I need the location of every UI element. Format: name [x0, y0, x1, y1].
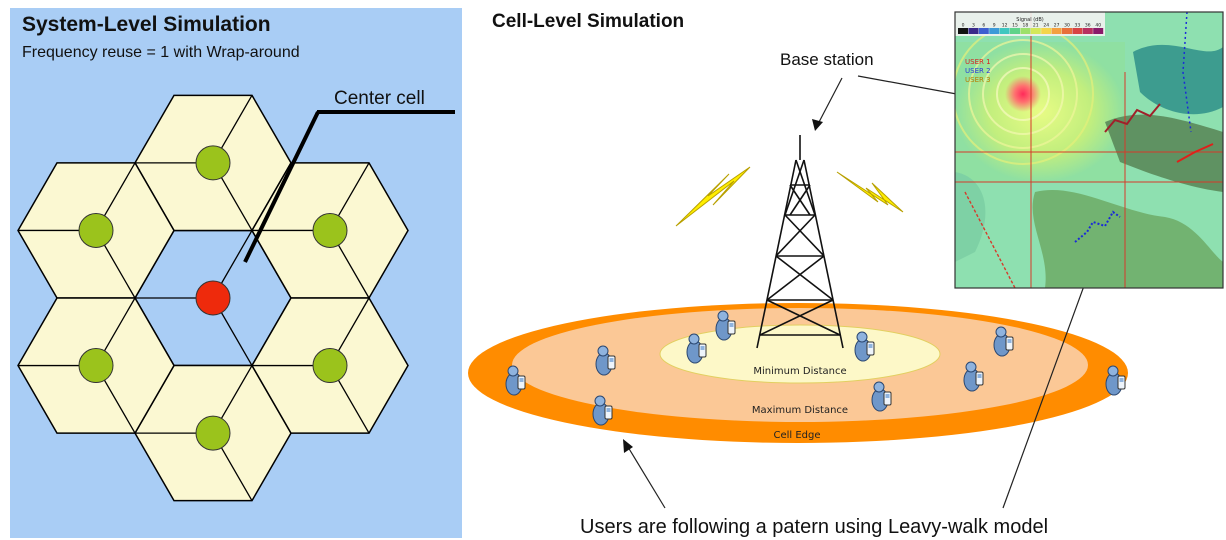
- mobile-user-icon: [1105, 365, 1126, 396]
- heatmap-pointer: [857, 75, 963, 96]
- track-pointer: [1002, 252, 1097, 509]
- center-site-icon: [195, 280, 231, 316]
- heatmap-glow-region: [955, 42, 1125, 182]
- scale-swatch: [1030, 28, 1041, 34]
- scale-tick: 9: [993, 23, 996, 29]
- scale-tick: 36: [1085, 23, 1091, 29]
- hex-cell-grid: [17, 94, 409, 502]
- cell-level-panel: Cell-Level Simulation Minimum Distance M…: [468, 11, 1128, 538]
- system-level-panel: System-Level Simulation Frequency reuse …: [10, 8, 462, 538]
- scale-swatch: [1041, 28, 1052, 34]
- user-1-track: [1104, 103, 1161, 133]
- scale-tick: 3: [972, 23, 975, 29]
- scale-swatch: [1082, 28, 1093, 34]
- terrain-patch: [955, 172, 986, 262]
- maximum-distance-label: Maximum Distance: [752, 405, 848, 416]
- center-cell-pointer: [243, 111, 320, 263]
- mobile-user-icon: [871, 381, 892, 412]
- scale-swatch: [1062, 28, 1072, 34]
- site-icon: [78, 212, 114, 248]
- base-station-tower: [756, 135, 844, 349]
- neighbor-cell: [251, 297, 409, 434]
- scale-tick: 6: [982, 23, 985, 29]
- system-subtitle: Frequency reuse = 1 with Wrap-around: [22, 44, 300, 61]
- user-1-label: USER 1: [965, 58, 991, 66]
- mobile-user-icon: [592, 395, 613, 426]
- dotted-track: [1182, 12, 1192, 133]
- scale-swatch: [989, 28, 1000, 34]
- site-icon: [312, 348, 348, 384]
- signal-bolt-left-icon: [675, 166, 751, 227]
- scale-tick: 15: [1012, 23, 1018, 29]
- scale-tick: 18: [1023, 23, 1029, 29]
- site-icon: [78, 348, 114, 384]
- scale-swatch: [1051, 28, 1062, 34]
- user-2-label: USER 2: [965, 67, 991, 75]
- mobile-users: [505, 310, 1126, 426]
- base-station-pointer: [817, 77, 843, 125]
- levy-walk-caption: Users are following a patern using Leavy…: [580, 516, 1048, 538]
- site-icon: [195, 415, 231, 451]
- scale-swatch: [999, 28, 1010, 34]
- arrowhead-icon: [623, 439, 633, 453]
- site-icon: [312, 212, 348, 248]
- mobile-user-icon: [715, 310, 736, 341]
- coverage-ring: [996, 67, 1050, 121]
- base-station-label: Base station: [780, 50, 874, 69]
- minimum-distance-ring: [659, 324, 941, 384]
- scale-swatch: [1093, 28, 1104, 34]
- scale-tick: 27: [1054, 23, 1060, 29]
- scale-swatch: [958, 28, 968, 34]
- neighbor-cell: [17, 297, 175, 434]
- scale-swatch: [978, 28, 989, 34]
- coverage-rings: Minimum Distance Maximum Distance Cell E…: [468, 303, 1128, 443]
- mobile-user-icon: [993, 326, 1014, 357]
- scale-tick: 33: [1075, 23, 1081, 29]
- coverage-ring: [968, 39, 1078, 149]
- diagonal-track-line: [964, 191, 1016, 288]
- mobile-user-icon: [854, 331, 875, 362]
- cell-edge-label: Cell Edge: [773, 430, 820, 441]
- scale-tick: 24: [1043, 23, 1049, 29]
- cell-title: Cell-Level Simulation: [492, 11, 684, 32]
- terrain-patch: [1105, 114, 1223, 192]
- system-title: System-Level Simulation: [22, 13, 271, 36]
- mobile-user-icon: [595, 345, 616, 376]
- terrain-patch: [1133, 44, 1223, 115]
- scale-swatch: [1072, 28, 1083, 34]
- scale-tick: 30: [1064, 23, 1070, 29]
- scale-tick: 0: [962, 23, 965, 29]
- arrowhead-icon: [812, 119, 823, 131]
- signal-bolt-right-icon: [836, 171, 904, 213]
- center-cell-label: Center cell: [334, 88, 425, 109]
- scale-tick: 21: [1033, 23, 1039, 29]
- scale-swatch: [1020, 28, 1031, 34]
- signal-hotspot: [1005, 76, 1041, 112]
- scale-swatch: [1010, 28, 1020, 34]
- terrain-patch: [1032, 189, 1223, 288]
- minimum-distance-label: Minimum Distance: [753, 366, 846, 377]
- scale-title: Signal (dB): [1016, 17, 1044, 23]
- mobile-user-icon: [686, 333, 707, 364]
- mobile-user-icon: [963, 361, 984, 392]
- user-2-track: [1074, 210, 1121, 243]
- user-3-label: USER 3: [965, 76, 991, 84]
- user-3-track: [1176, 143, 1214, 163]
- scale-tick: 12: [1002, 23, 1008, 29]
- scale-tick: 40: [1095, 23, 1101, 29]
- scale-swatch: [968, 28, 979, 34]
- site-icon: [195, 145, 231, 181]
- coverage-ring: [982, 53, 1064, 135]
- mobile-user-icon: [505, 365, 526, 396]
- user-pointer: [627, 446, 666, 509]
- heatmap-frame: [954, 11, 1224, 289]
